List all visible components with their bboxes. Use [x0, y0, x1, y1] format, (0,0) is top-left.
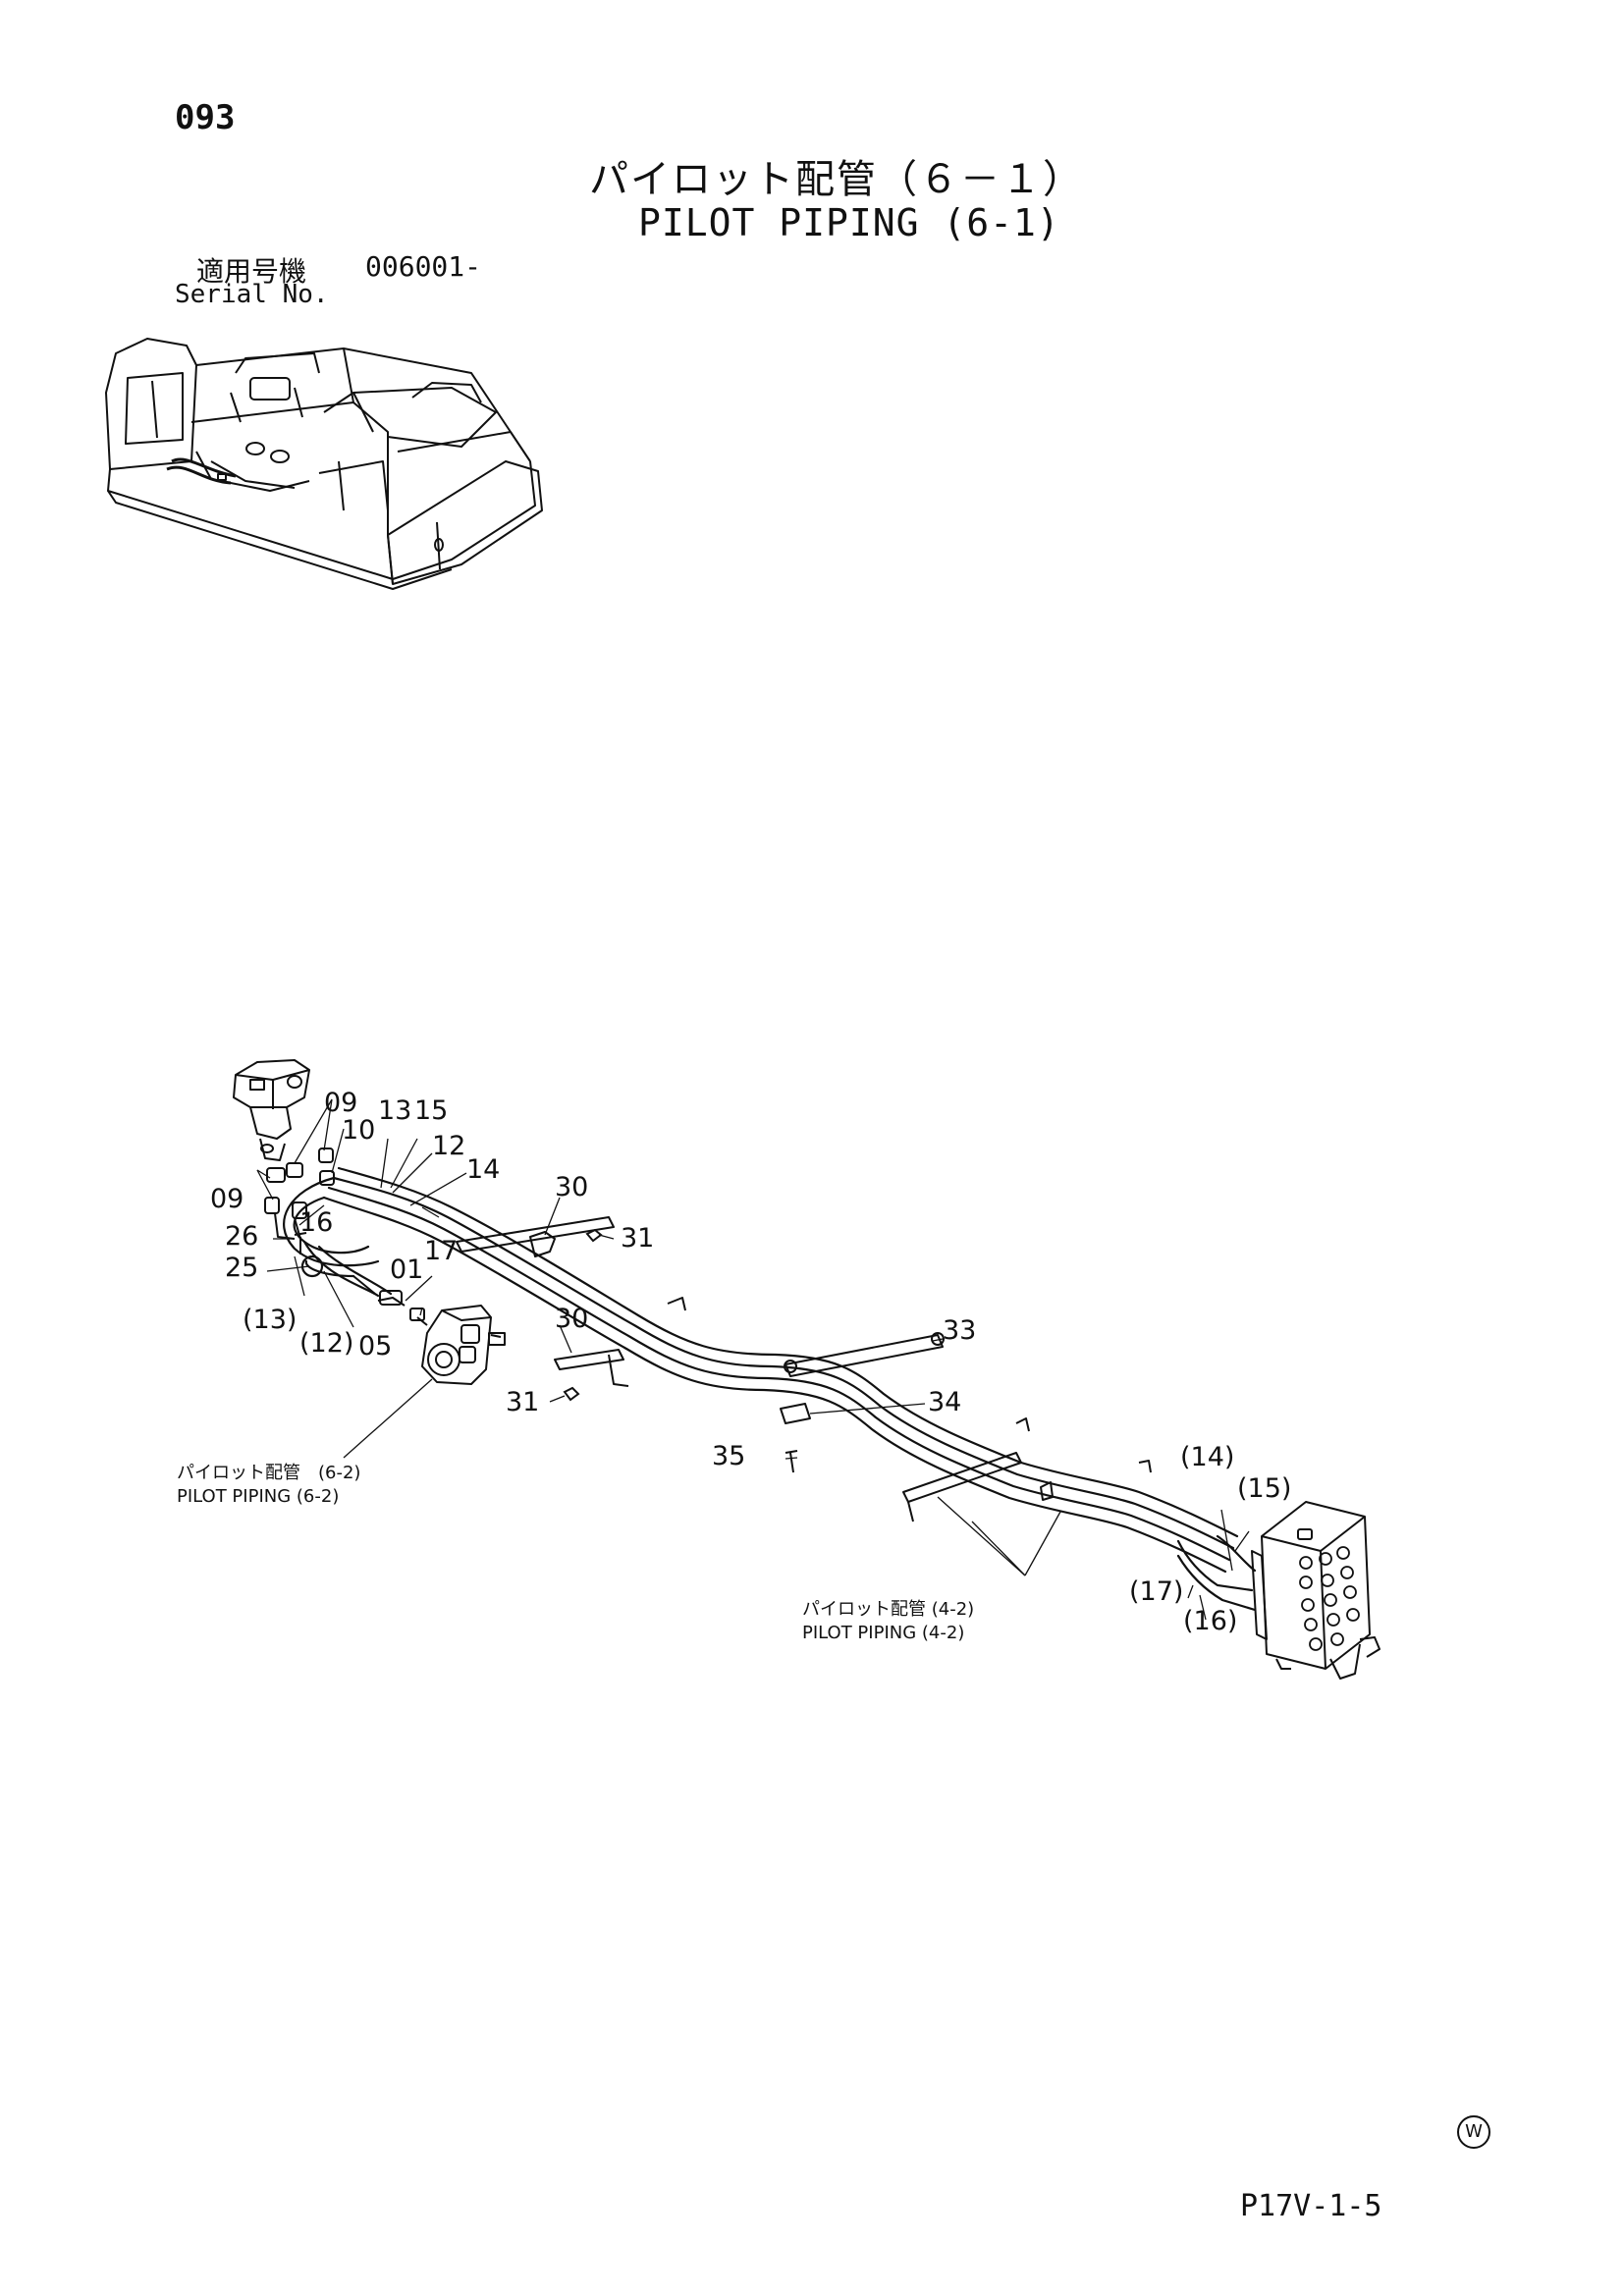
reference-6-2-english: PILOT PIPING (6-2): [177, 1486, 339, 1507]
callout-13-ref: (13): [243, 1305, 297, 1335]
callout-16-ref: (16): [1183, 1606, 1237, 1636]
callout-35: 35: [712, 1441, 745, 1471]
callout-17-ref: (17): [1129, 1576, 1183, 1607]
control-valve-assembly: [1251, 1501, 1380, 1680]
page-title-japanese: パイロット配管（６－１）: [589, 157, 1084, 202]
callout-12: 12: [432, 1131, 465, 1161]
brackets: [456, 1216, 1152, 1522]
reference-4-2-english: PILOT PIPING (4-2): [802, 1623, 964, 1643]
callout-33: 33: [943, 1315, 976, 1346]
callout-12-ref: (12): [299, 1328, 353, 1359]
callout-30-lower: 30: [555, 1304, 588, 1334]
callout-13: 13: [378, 1095, 411, 1126]
callout-14: 14: [466, 1154, 500, 1185]
pilot-pump-assembly: [352, 1275, 506, 1385]
callout-15-ref: (15): [1237, 1473, 1291, 1504]
callout-15: 15: [414, 1095, 448, 1126]
callout-09: 09: [324, 1088, 357, 1118]
callout-09-left: 09: [210, 1184, 244, 1214]
callout-26: 26: [225, 1221, 258, 1252]
serial-label-japanese: 適用号機: [196, 255, 307, 288]
callout-01: 01: [390, 1255, 423, 1285]
callout-05: 05: [358, 1331, 392, 1362]
page-title-english: PILOT PIPING (6-1): [638, 201, 1060, 244]
leader-lines: [256, 1098, 1250, 1621]
page-code: P17V-1-5: [1240, 2189, 1382, 2223]
callout-17: 17: [424, 1236, 458, 1266]
callout-34: 34: [928, 1387, 961, 1417]
serial-label-english: Serial No.: [175, 280, 329, 309]
callout-16: 16: [299, 1207, 333, 1238]
pilot-hose-bundle: [283, 1166, 1257, 1612]
callout-31-upper: 31: [621, 1223, 654, 1254]
page-number: 093: [175, 98, 236, 137]
callout-14-ref: (14): [1180, 1442, 1234, 1472]
callout-31-lower: 31: [506, 1387, 539, 1417]
serial-number-value: 006001-: [365, 250, 482, 283]
maker-mark-icon: W: [1457, 2115, 1490, 2149]
callout-10: 10: [342, 1115, 375, 1146]
reference-6-2-japanese: パイロット配管 (6-2): [177, 1463, 360, 1483]
excavator-overview-drawing: [105, 338, 543, 590]
callout-30-upper: 30: [555, 1172, 588, 1202]
callout-25: 25: [225, 1253, 258, 1283]
reference-4-2-japanese: パイロット配管 (4-2): [802, 1599, 974, 1620]
